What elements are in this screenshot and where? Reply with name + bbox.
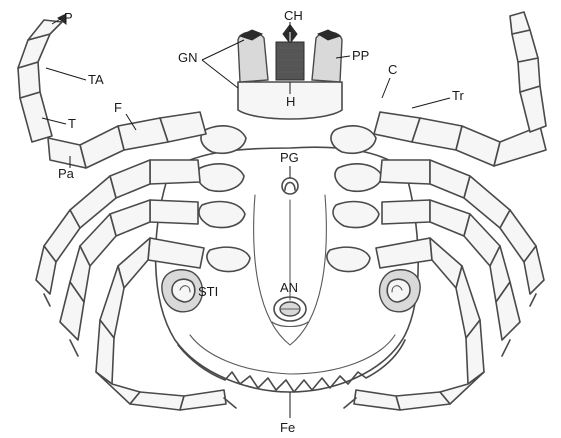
genital-pore xyxy=(282,178,298,194)
label-ta: TA xyxy=(88,72,104,87)
label-t: T xyxy=(68,116,76,131)
label-an: AN xyxy=(280,280,298,295)
label-pp: PP xyxy=(352,48,369,63)
label-h: H xyxy=(286,94,295,109)
label-ch: CH xyxy=(284,8,303,23)
label-tr: Tr xyxy=(452,88,464,103)
coxae-right xyxy=(327,126,382,272)
label-sti: STI xyxy=(198,284,218,299)
label-p: P xyxy=(64,10,73,25)
spiracular-plate-right xyxy=(380,270,421,312)
label-c: C xyxy=(388,62,397,77)
label-f: F xyxy=(114,100,122,115)
spiracular-plate-left xyxy=(162,270,203,312)
leg-1-left xyxy=(18,14,206,168)
label-fe: Fe xyxy=(280,420,295,435)
label-pa: Pa xyxy=(58,166,75,181)
label-gn: GN xyxy=(178,50,198,65)
festoons xyxy=(178,340,405,392)
label-pg: PG xyxy=(280,150,299,165)
anus xyxy=(272,297,308,327)
coxae-left xyxy=(197,126,250,272)
